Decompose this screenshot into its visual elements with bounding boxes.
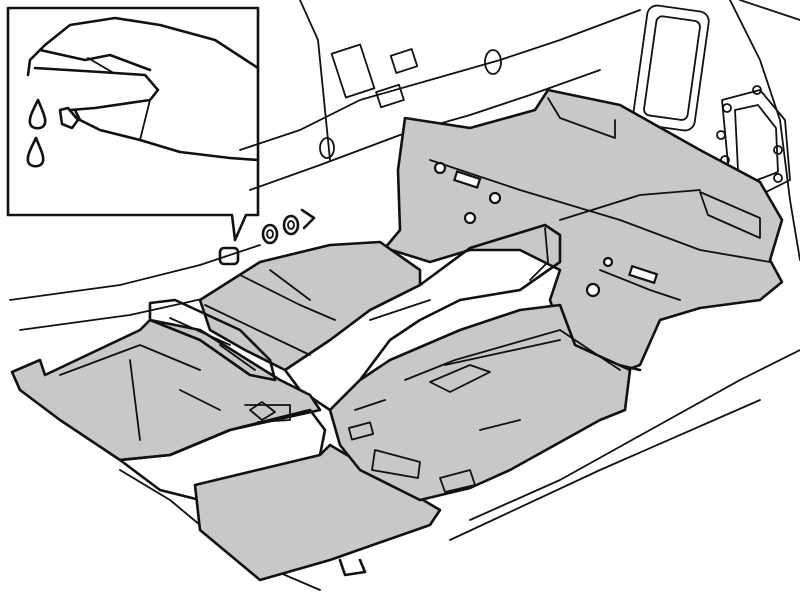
water-drop-icon (28, 98, 47, 130)
rear-panel-opening (632, 4, 710, 132)
rear-cutout-inner (734, 104, 779, 183)
body-hole (484, 49, 502, 75)
body-cutout (375, 83, 405, 109)
grommet-icon (300, 208, 316, 230)
grommet-icon (282, 214, 300, 236)
rear-floor-carpet (383, 88, 784, 382)
grommet-icon (218, 246, 240, 266)
front-right-carpet (328, 303, 632, 502)
water-drop-icon (26, 136, 45, 168)
grommet-icon (261, 223, 279, 245)
left-side-carpet (10, 298, 322, 462)
body-cutout (389, 48, 419, 74)
car-body-outline (9, 0, 800, 591)
front-left-carpet (198, 240, 422, 372)
rear-panel-opening-inner (643, 15, 701, 121)
inset-callout (6, 6, 260, 242)
body-hole (319, 137, 335, 159)
carpet-hole (585, 282, 601, 298)
carpet-hole (463, 211, 477, 225)
seat-anchor-slot (699, 191, 761, 239)
hand-pressing-icon (26, 16, 260, 162)
callout-box (6, 6, 260, 242)
body-cutout (330, 43, 376, 99)
grommets (218, 208, 316, 266)
